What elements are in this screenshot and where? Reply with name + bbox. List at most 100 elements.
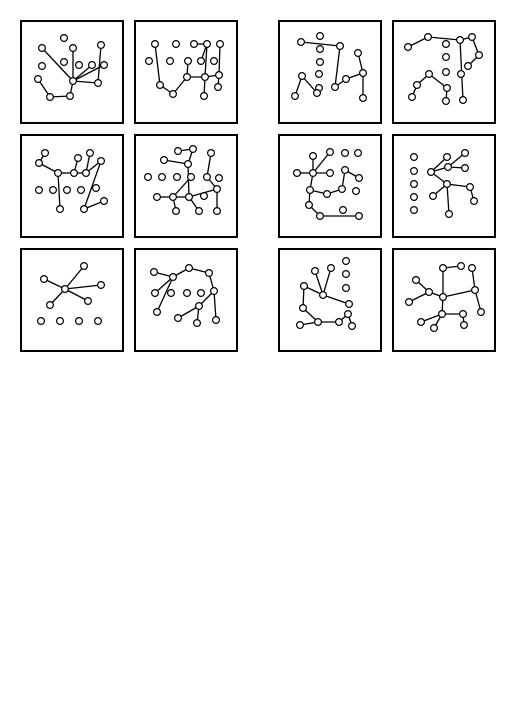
graph-node: [470, 197, 479, 206]
graph-node: [93, 317, 102, 326]
graph-node: [65, 91, 74, 100]
graph-node: [34, 186, 43, 195]
graph-node: [200, 192, 209, 201]
graph-edge: [172, 176, 192, 198]
graph-edge: [314, 270, 324, 296]
graph-edge: [72, 80, 99, 84]
graph-node: [326, 148, 335, 157]
graph-node: [291, 91, 300, 100]
graph-node: [311, 267, 320, 276]
graph-node: [79, 262, 88, 271]
panel-frame: [134, 248, 238, 352]
graph-node: [410, 153, 419, 162]
graph-node: [342, 257, 351, 266]
graph-node: [442, 67, 451, 76]
graph-node: [79, 205, 88, 214]
graph-right-r1-c3: [296, 257, 357, 331]
graph-node: [341, 149, 350, 158]
graph-node: [190, 39, 199, 48]
graph-node: [74, 317, 83, 326]
graph-node: [87, 60, 96, 69]
graph-node: [96, 157, 105, 166]
graph-node: [323, 190, 332, 199]
graph-edge: [156, 276, 174, 313]
panel-frame: [392, 248, 496, 352]
graph-node: [468, 32, 477, 41]
graph-node: [96, 281, 105, 290]
graph-node: [197, 56, 206, 65]
graph-node: [145, 56, 154, 65]
graph-node: [59, 33, 68, 42]
graph-node: [424, 32, 433, 41]
panel-frame: [20, 134, 124, 238]
graph-node: [183, 72, 192, 81]
graph-node: [443, 153, 452, 162]
graph-node: [443, 180, 452, 189]
graph-node: [327, 264, 336, 273]
graph-node: [197, 289, 206, 298]
graph-node: [410, 167, 419, 176]
graph-node: [173, 173, 182, 182]
graph-node: [183, 289, 192, 298]
graph-node: [36, 317, 45, 326]
graph-node: [81, 169, 90, 178]
graph-node: [457, 262, 466, 271]
graph-right-r1-c2: [293, 148, 364, 221]
graph-node: [91, 184, 100, 193]
graph-node: [76, 186, 85, 195]
graph-node: [189, 145, 198, 154]
graph-node: [425, 288, 434, 297]
graph-node: [296, 321, 305, 330]
graph-node: [459, 95, 468, 104]
graph-node: [34, 159, 43, 168]
graph-node: [172, 39, 181, 48]
panel-frame: [278, 248, 382, 352]
graph-node: [169, 273, 178, 282]
graph-node: [59, 57, 68, 66]
graph-node: [85, 149, 94, 158]
graph-node: [314, 318, 323, 327]
graph-node: [405, 298, 414, 307]
graph-node: [166, 56, 175, 65]
graph-node: [185, 264, 194, 273]
graph-node: [83, 297, 92, 306]
graph-node: [342, 284, 351, 293]
graph-edge: [442, 289, 476, 298]
graph-right-r1-c1: [291, 31, 368, 102]
graph-node: [299, 304, 308, 313]
graph-node: [348, 322, 357, 331]
graph-node: [158, 173, 167, 182]
graph-edge: [64, 288, 89, 302]
graph-node: [355, 212, 364, 221]
graph-node: [187, 173, 196, 182]
graph-node: [74, 60, 83, 69]
graph-edge: [57, 172, 61, 210]
graph-right-r2-c3: [405, 262, 486, 333]
graph-node: [459, 310, 468, 319]
graph-node: [144, 173, 153, 182]
graph-node: [316, 31, 325, 40]
graph-node: [475, 50, 484, 59]
graph-node: [174, 314, 183, 323]
graph-node: [309, 152, 318, 161]
graph-node: [151, 289, 160, 298]
graph-edge: [322, 267, 332, 296]
graph-node: [471, 286, 480, 295]
graph-node: [68, 76, 77, 85]
graph-node: [185, 193, 194, 202]
graph-node: [326, 169, 335, 178]
graph-edge: [177, 305, 200, 319]
graph-right-r2-c1: [404, 32, 484, 105]
graph-node: [427, 168, 436, 177]
graph-node: [460, 321, 469, 330]
graph-node: [316, 44, 325, 53]
graph-node: [306, 186, 315, 195]
graph-node: [55, 317, 64, 326]
graph-edge: [72, 64, 93, 82]
graph-edge: [459, 39, 464, 101]
graph-node: [442, 52, 451, 61]
graph-node: [37, 61, 46, 70]
graph-node: [439, 264, 448, 273]
graph-node: [213, 185, 222, 194]
graph-node: [461, 164, 470, 173]
